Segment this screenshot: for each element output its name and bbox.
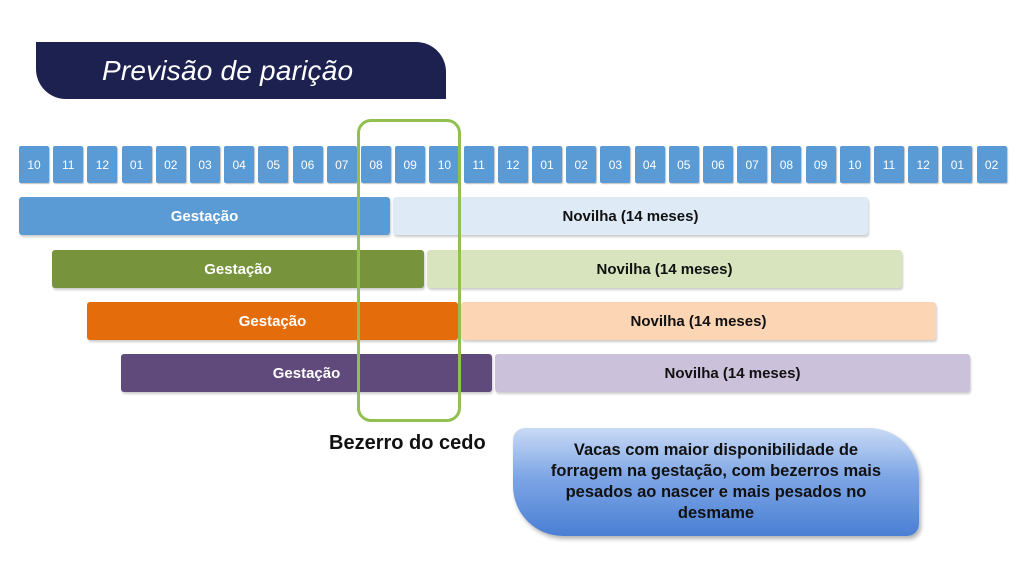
gestation-bar-3: Gestação [87, 302, 458, 340]
heifer-bar-2: Novilha (14 meses) [427, 250, 902, 288]
heifer-bar-1: Novilha (14 meses) [393, 197, 868, 235]
month-cell: 09 [395, 146, 426, 183]
month-cell: 01 [121, 146, 152, 183]
month-cell: 05 [258, 146, 289, 183]
month-cell: 01 [942, 146, 973, 183]
month-cell: 01 [532, 146, 562, 183]
month-cell: 12 [87, 146, 118, 183]
gestation-bar-2: Gestação [52, 250, 424, 288]
callout-box: Vacas com maior disponibilidade de forra… [513, 428, 919, 536]
month-cell: 07 [737, 146, 768, 183]
month-cell: 11 [53, 146, 84, 183]
month-cell: 12 [497, 146, 528, 183]
month-cell: 10 [429, 146, 460, 183]
heifer-bar-4: Novilha (14 meses) [495, 354, 970, 392]
month-cell: 10 [839, 146, 870, 183]
month-cell: 05 [668, 146, 699, 183]
month-cell: 12 [908, 146, 939, 183]
month-cell: 11 [463, 146, 494, 183]
month-cell: 08 [771, 146, 802, 183]
gestation-bar-4: Gestação [121, 354, 492, 392]
month-cell: 03 [190, 146, 220, 183]
month-cell: 11 [874, 146, 904, 183]
month-cell: 02 [155, 146, 186, 183]
month-cell: 06 [292, 146, 323, 183]
month-cell: 08 [361, 146, 391, 183]
month-cell: 03 [600, 146, 631, 183]
month-cell: 04 [634, 146, 665, 183]
month-cell: 02 [976, 146, 1007, 183]
month-cell: 07 [326, 146, 357, 183]
callout-text: Vacas com maior disponibilidade de forra… [550, 441, 882, 522]
gestation-bar-1: Gestação [19, 197, 390, 235]
early-calf-highlight-box [357, 119, 461, 422]
month-cell: 04 [224, 146, 255, 183]
month-cell: 02 [566, 146, 597, 183]
page-title: Previsão de parição [102, 54, 354, 86]
title-banner: Previsão de parição [36, 42, 446, 99]
month-cell: 09 [805, 146, 836, 183]
heifer-bar-3: Novilha (14 meses) [461, 302, 936, 340]
early-calf-label: Bezerro do cedo [329, 432, 486, 454]
month-cell: 10 [19, 146, 49, 183]
month-cell: 06 [703, 146, 733, 183]
